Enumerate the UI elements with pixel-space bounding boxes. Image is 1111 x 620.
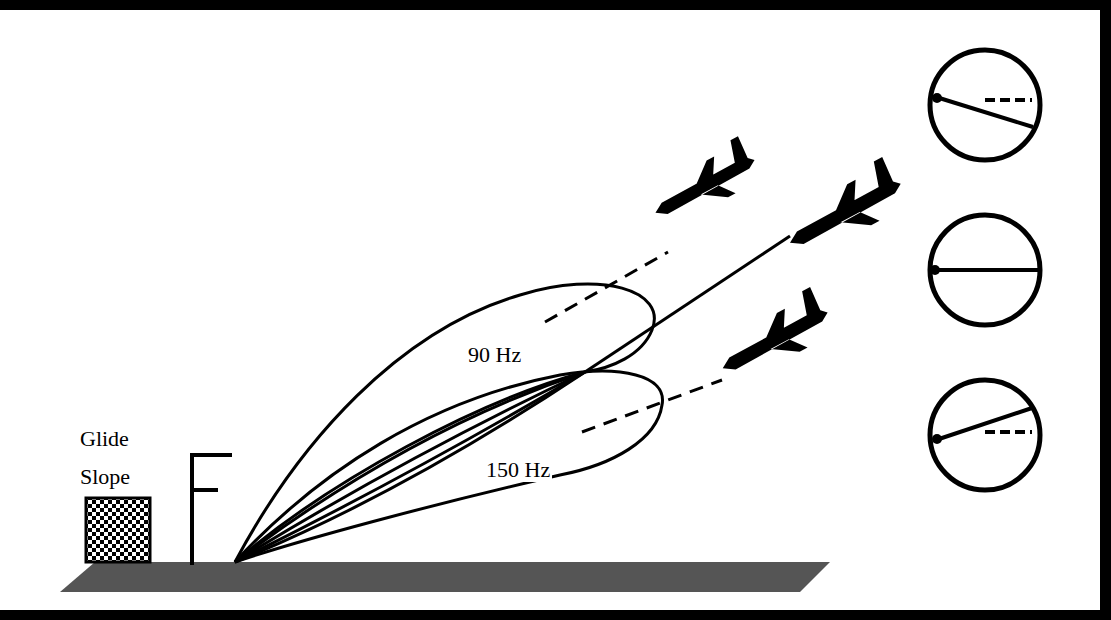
lobe-outline — [230, 360, 670, 570]
equipment-label: Glide Slope — [80, 420, 160, 496]
cdi-high — [930, 50, 1040, 160]
runway — [60, 562, 830, 592]
frequency-label: 90 Hz — [466, 343, 523, 367]
lobe-outline — [235, 371, 663, 562]
inner-lobe — [235, 372, 585, 562]
transmitter-shelter — [86, 498, 150, 562]
below-path-line — [582, 380, 722, 432]
cdi-on-path — [930, 215, 1040, 325]
above-path-line — [545, 252, 668, 322]
antenna-lobe: 150 Hz — [230, 360, 670, 570]
aircraft — [708, 285, 837, 387]
lobe-outline — [230, 275, 670, 570]
aircraft — [642, 135, 764, 231]
inner-lobe — [235, 372, 585, 562]
aircraft — [775, 155, 912, 263]
antenna-lobe: 90 Hz — [230, 275, 670, 570]
antenna-mast — [192, 455, 232, 565]
cdi-low — [930, 380, 1040, 490]
lobe-outline — [235, 284, 654, 562]
frequency-label: 150 Hz — [484, 458, 552, 482]
